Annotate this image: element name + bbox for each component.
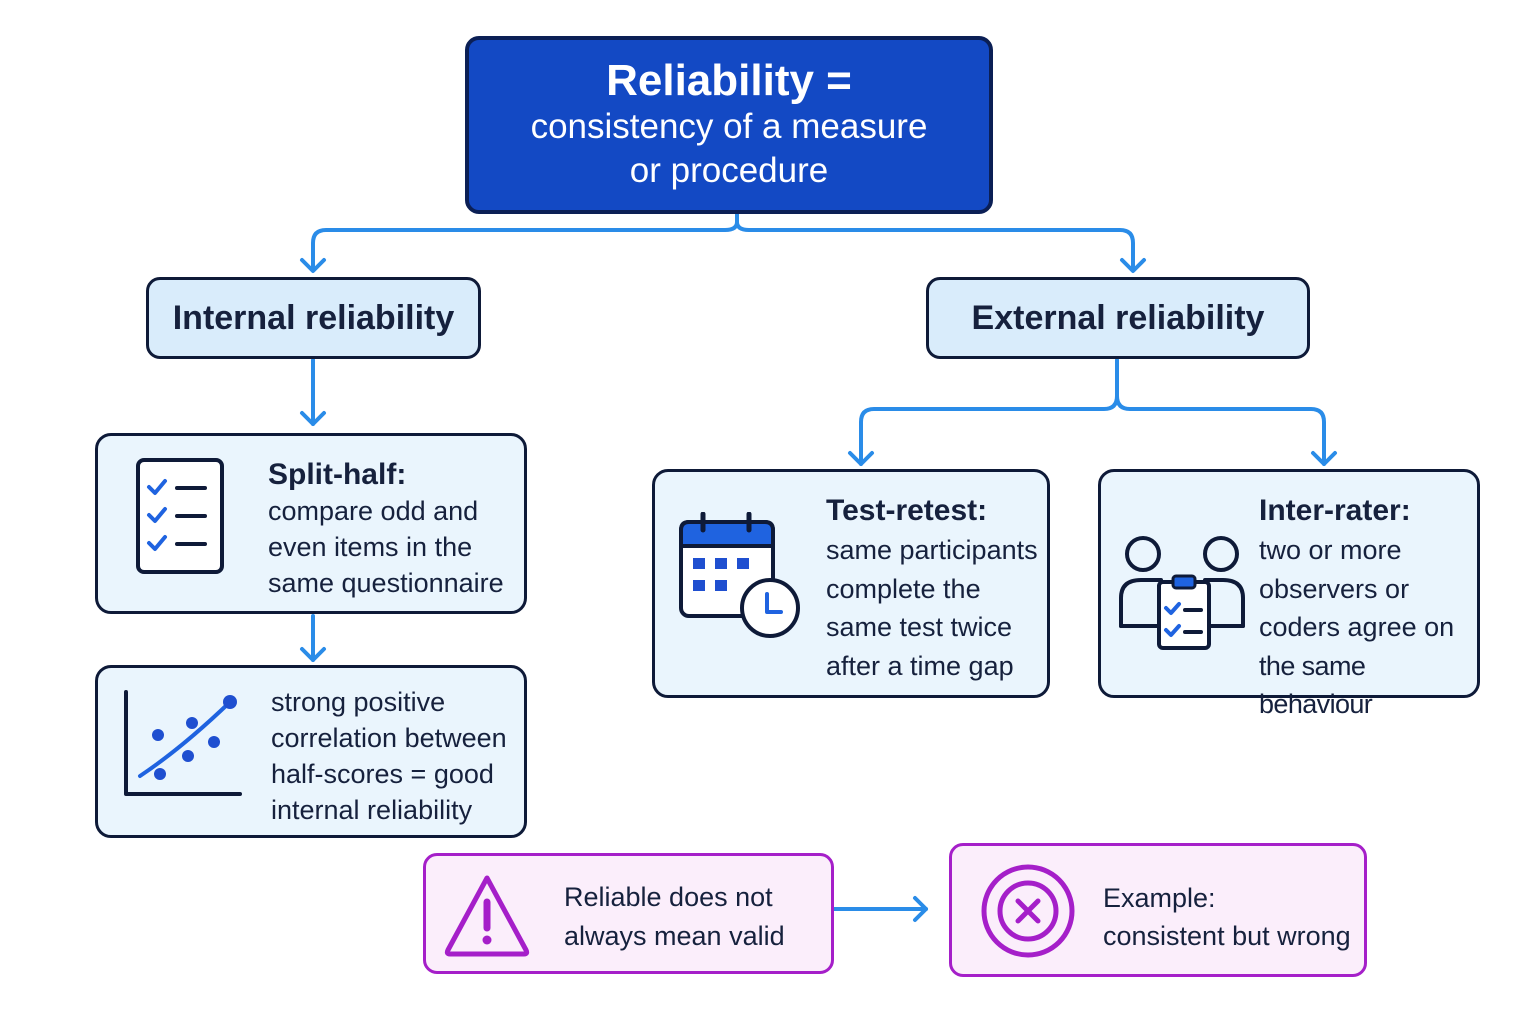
correlation-line: half-scores = good bbox=[271, 759, 494, 789]
test-retest-heading: Test-retest: bbox=[826, 494, 988, 527]
test-retest-text: Test-retest: same participants complete … bbox=[826, 491, 1038, 685]
example-box: Example: consistent but wrong bbox=[949, 843, 1367, 977]
caution-line: always mean valid bbox=[564, 921, 785, 951]
example-heading: Example: bbox=[1103, 883, 1216, 913]
calendar-clock-icon bbox=[679, 512, 800, 638]
caution-text: Reliable does not always mean valid bbox=[564, 878, 785, 956]
test-retest-line: complete the bbox=[826, 573, 981, 604]
correlation-card: strong positive correlation between half… bbox=[95, 665, 527, 838]
correlation-text: strong positive correlation between half… bbox=[271, 684, 507, 828]
inter-rater-line: coders agree on bbox=[1259, 612, 1455, 642]
inter-rater-line: two or more bbox=[1259, 535, 1402, 565]
split-half-card: Split-half: compare odd and even items i… bbox=[95, 433, 527, 614]
correlation-line: strong positive bbox=[271, 687, 446, 717]
checklist-icon bbox=[136, 458, 224, 574]
inter-rater-line: the same behaviour bbox=[1259, 650, 1373, 720]
internal-reliability-label: Internal reliability bbox=[172, 298, 455, 337]
correlation-line: internal reliability bbox=[271, 795, 473, 825]
external-reliability-box: External reliability bbox=[926, 277, 1310, 359]
root-concept-box: Reliability = consistency of a measure o… bbox=[465, 36, 993, 214]
split-half-heading: Split-half: bbox=[268, 458, 407, 491]
internal-reliability-box: Internal reliability bbox=[146, 277, 481, 359]
two-observers-clipboard-icon bbox=[1119, 536, 1245, 650]
example-text: Example: consistent but wrong bbox=[1103, 879, 1351, 955]
example-line: consistent but wrong bbox=[1103, 921, 1351, 951]
inter-rater-text: Inter-rater: two or more observers or co… bbox=[1259, 491, 1477, 724]
test-retest-line: same participants bbox=[826, 535, 1038, 565]
root-line-3: or procedure bbox=[629, 151, 829, 190]
external-reliability-label: External reliability bbox=[971, 298, 1265, 337]
correlation-line: correlation between bbox=[271, 723, 507, 753]
split-half-line: even items in the bbox=[268, 532, 473, 562]
scatter-plot-icon bbox=[124, 690, 242, 796]
root-title: Reliability = bbox=[606, 56, 852, 105]
split-half-text: Split-half: compare odd and even items i… bbox=[268, 457, 504, 601]
test-retest-card: Test-retest: same participants complete … bbox=[652, 469, 1050, 698]
inter-rater-line: observers or bbox=[1259, 573, 1410, 604]
caution-line: Reliable does not bbox=[564, 882, 773, 912]
test-retest-line: same test twice bbox=[826, 612, 1013, 642]
inter-rater-heading: Inter-rater: bbox=[1259, 494, 1411, 527]
caution-box: Reliable does not always mean valid bbox=[423, 853, 834, 974]
split-half-line: compare odd and bbox=[268, 496, 479, 526]
test-retest-line: after a time gap bbox=[826, 650, 1014, 681]
root-line-2: consistency of a measure bbox=[530, 107, 928, 146]
x-circle-icon bbox=[981, 864, 1075, 958]
inter-rater-card: Inter-rater: two or more observers or co… bbox=[1098, 469, 1480, 719]
split-half-line: same questionnaire bbox=[268, 568, 504, 598]
warning-triangle-icon bbox=[444, 875, 530, 957]
